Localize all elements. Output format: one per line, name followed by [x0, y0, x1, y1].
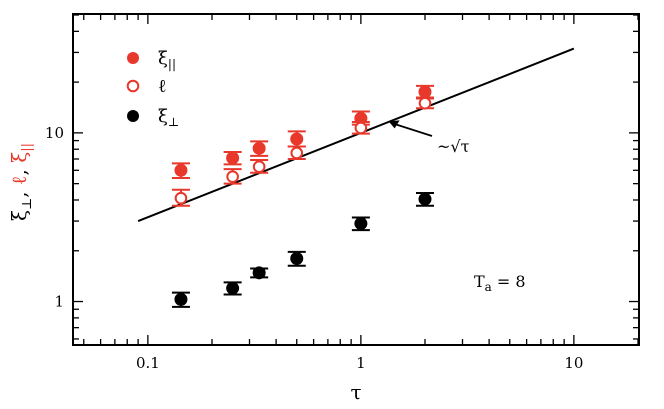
y-tick-label: 1: [54, 293, 64, 311]
legend-label: ξ||: [158, 48, 176, 71]
annotation-arrowhead: [388, 120, 400, 129]
ell-point: [290, 146, 304, 160]
legend-marker: [127, 110, 139, 122]
x-tick-label: 1: [356, 354, 366, 372]
x-tick-label: 10: [564, 354, 583, 372]
annotation-arrow-shaft: [392, 122, 433, 137]
ticks-group: [74, 14, 639, 344]
xi_par-point: [290, 132, 304, 146]
xi_perp-point: [290, 251, 304, 265]
xi_perp-point: [354, 217, 368, 231]
xi_par-point: [418, 85, 432, 99]
sqrt-fit-line: [137, 47, 575, 222]
marks-group: [171, 84, 434, 308]
legend: ξ|| ℓ ξ⊥: [126, 48, 179, 129]
legend-label: ξ⊥: [158, 106, 179, 129]
xi_perp-point: [418, 192, 432, 206]
x-axis-title: τ: [350, 380, 361, 404]
x-tick-label: 0.1: [136, 354, 160, 372]
ell-point: [354, 121, 368, 135]
fit-group: [137, 47, 575, 222]
ell-point: [418, 96, 432, 110]
sqrt-annotation-text: ~√τ: [437, 137, 470, 156]
y-tick-label: 10: [45, 124, 64, 142]
ta-annotation-text: Ta = 8: [474, 272, 526, 294]
xi_par-point: [226, 151, 240, 165]
xi_perp-point: [252, 266, 266, 280]
legend-marker: [126, 79, 140, 93]
annotations-group: ~√τ Ta = 8: [388, 120, 526, 294]
xi_par-point: [252, 141, 266, 155]
xi_perp-point: [174, 292, 188, 306]
xi_par-point: [174, 163, 188, 177]
y-axis-title: ξ⊥, ℓ, ξ||: [7, 143, 35, 221]
plot-frame: [72, 13, 640, 346]
legend-label: ℓ: [158, 76, 167, 97]
tick-labels-group: 0.1 1 10 1 10: [45, 124, 584, 372]
legend-marker: [127, 52, 139, 64]
ell-point: [226, 170, 239, 183]
ell-point: [252, 160, 266, 174]
xi_perp-point: [226, 281, 240, 295]
ell-point: [174, 191, 188, 205]
